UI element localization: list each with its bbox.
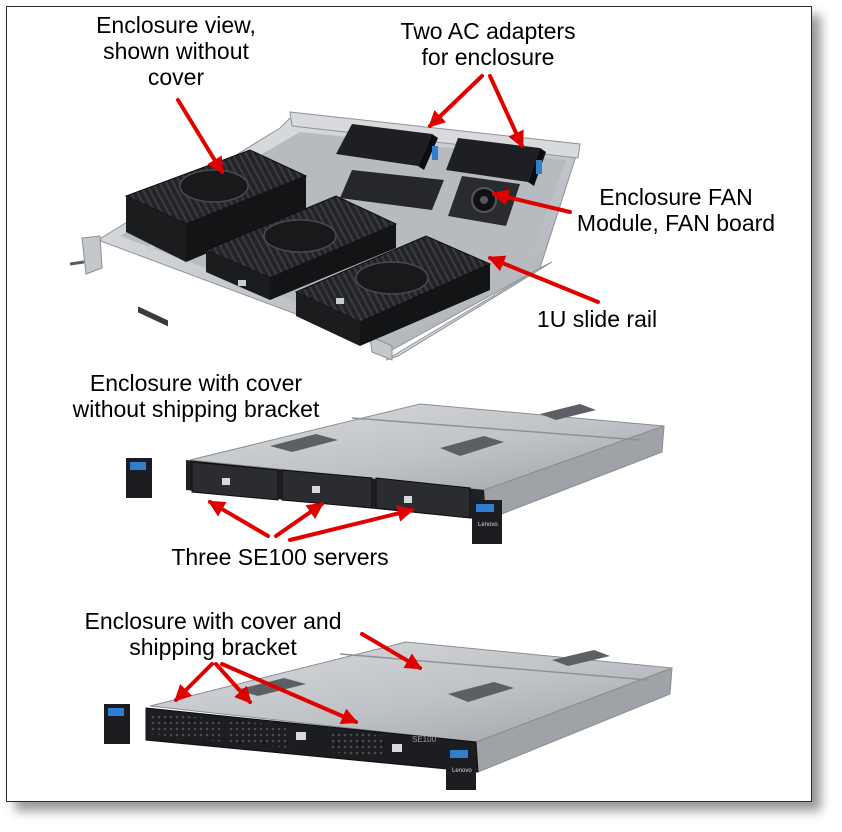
arrow-bracket-1	[174, 662, 214, 702]
server-node-3	[294, 235, 492, 346]
brand-mark-bottom: Lenovo	[452, 768, 472, 774]
ethernet-port-3	[336, 298, 344, 304]
right-ear-middle: Lenovo	[472, 500, 502, 544]
covered-enclosure: Lenovo	[126, 403, 665, 544]
label-slide-rail: 1U slide rail	[536, 306, 658, 332]
label-servers: Three SE100 servers	[171, 544, 389, 570]
front-ethernet-port-1	[222, 478, 230, 485]
lid-panel-2	[440, 436, 504, 456]
arrow-server-2	[274, 502, 325, 538]
label-with-bracket: Enclosure with cover and shipping bracke…	[84, 608, 342, 660]
label-fan-module: Enclosure FAN Module, FAN board	[576, 184, 776, 236]
arrow-fan	[491, 189, 572, 214]
model-mark: SE100	[412, 735, 437, 744]
rail-latch	[69, 260, 85, 266]
arrow-bracket-3	[220, 662, 359, 725]
arrow-cover	[360, 632, 423, 670]
fan-module	[340, 170, 520, 226]
ac-adapter-right	[446, 138, 546, 186]
lid-panel-1	[270, 434, 338, 452]
lid-panel-3	[540, 404, 596, 420]
front-server-bay-2	[281, 469, 373, 509]
arrow-bracket-2	[214, 662, 252, 704]
bracket-enclosure: SE100 Lenovo	[104, 641, 673, 790]
right-rail-ear	[369, 335, 393, 361]
left-ear-bottom	[104, 704, 130, 744]
arrow-rail	[487, 255, 600, 304]
front-ethernet-port-2	[312, 486, 320, 493]
arrow-ac-right	[488, 74, 524, 149]
left-rail-ear	[81, 235, 103, 275]
ac-adapter-left	[336, 124, 438, 170]
bracket-vent-1	[150, 712, 224, 742]
arrow-ac-left	[428, 74, 484, 128]
bracket-port-1	[296, 732, 306, 740]
open-enclosure	[69, 111, 581, 361]
right-ear-bottom: Lenovo	[446, 746, 476, 790]
brand-mark-middle: Lenovo	[478, 522, 498, 528]
label-ac-adapters: Two AC adapters for enclosure	[400, 18, 576, 70]
ethernet-port-1	[146, 246, 154, 252]
left-ear-middle	[126, 458, 152, 498]
bracket-vent-3	[330, 730, 384, 758]
label-with-cover: Enclosure with cover without shipping br…	[72, 370, 320, 422]
server-node-1	[124, 149, 308, 327]
bracket-vent-2	[226, 720, 290, 748]
callout-arrows	[174, 74, 600, 725]
bracket-port-2	[392, 744, 402, 752]
slide-rail	[385, 261, 553, 361]
arrow-enclosure-view	[176, 98, 224, 175]
arrow-server-1	[207, 500, 270, 538]
ethernet-port-2	[238, 280, 246, 286]
front-server-bay-1	[191, 461, 279, 501]
arrow-server-3	[288, 505, 415, 542]
label-enclosure-view: Enclosure view, shown without cover	[96, 12, 256, 90]
lid-panel-b2	[448, 682, 514, 702]
server-node-2	[204, 195, 398, 300]
lid-panel-b3	[552, 650, 610, 666]
front-ethernet-port-3	[404, 496, 412, 503]
